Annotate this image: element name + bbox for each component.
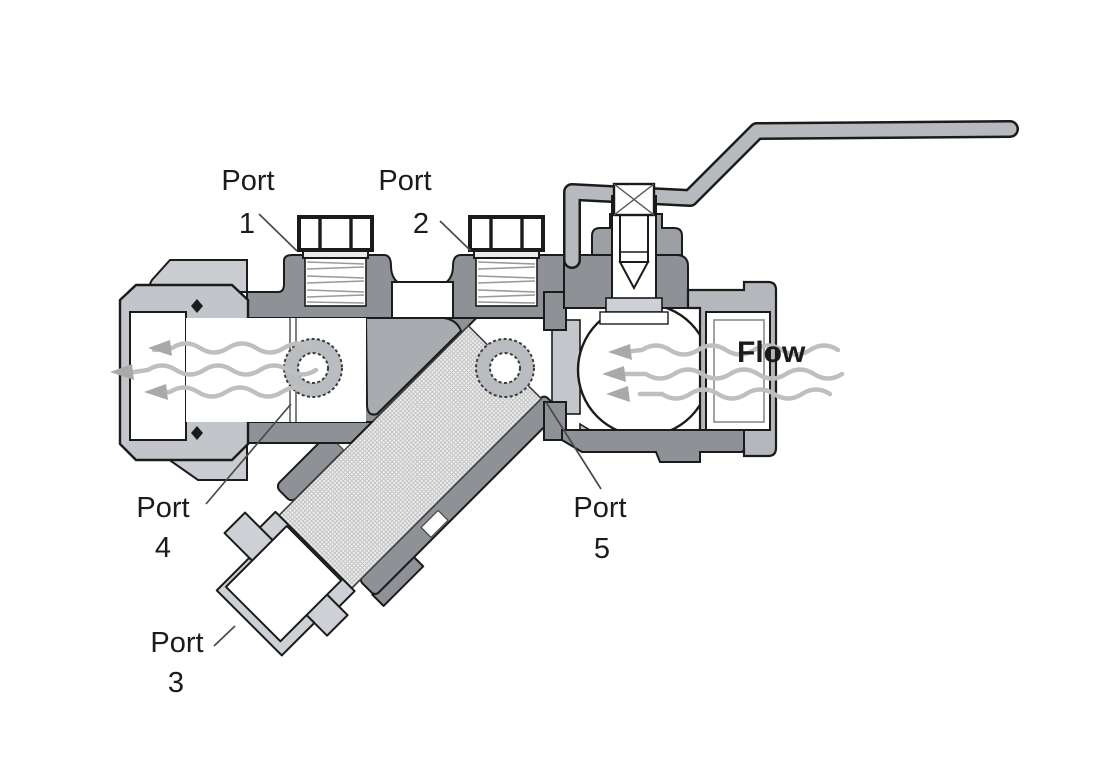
valve-body-top-wall — [185, 254, 565, 319]
thread-mark-bottom — [191, 426, 203, 440]
leader-lines — [205, 213, 602, 647]
port-2-plug — [468, 215, 545, 307]
flow-arrows-outlet — [131, 341, 319, 399]
ball-seat-left — [551, 319, 581, 415]
leader-port-3 — [213, 625, 236, 647]
label-port-3-word: Port — [150, 627, 203, 659]
leader-port-2 — [439, 220, 472, 252]
label-port-1-word: Port — [221, 165, 274, 197]
handle-lever — [563, 120, 1019, 269]
outlet-bore — [129, 311, 187, 441]
label-port-2-word: Port — [378, 165, 431, 197]
label-port-1-num: 1 — [239, 208, 255, 240]
chamber-left-bottom — [543, 401, 567, 441]
stem-gland-ring2 — [599, 311, 669, 325]
body-partition-wedge — [364, 317, 463, 416]
port-1-hex-head — [297, 215, 374, 252]
label-port-3-num: 3 — [168, 667, 184, 699]
leader-port-1 — [258, 213, 298, 252]
flow-arrowheads-outlet — [110, 340, 172, 400]
leader-port-5 — [545, 401, 602, 490]
label-port-4-num: 4 — [155, 532, 171, 564]
stem-tip — [618, 261, 650, 291]
thread-mark-top — [191, 299, 203, 313]
port-2-threads — [477, 261, 536, 304]
port-4-passage — [283, 338, 343, 398]
port-1-plug — [297, 215, 374, 307]
stem-nut — [612, 182, 656, 217]
inlet-thread-inner — [713, 319, 765, 423]
port-3-bore — [224, 525, 343, 643]
body-window — [391, 281, 454, 319]
port-2-hex-head — [468, 215, 545, 252]
label-port-5-word: Port — [573, 492, 626, 524]
label-port-5-num: 5 — [594, 533, 610, 565]
stem-gland-ring — [605, 297, 663, 313]
inlet-thread-bore — [705, 311, 771, 431]
leader-port-4 — [205, 403, 292, 505]
chamber-left-top — [543, 291, 567, 331]
label-flow: Flow — [737, 336, 806, 369]
strainer-notch-lower — [420, 509, 449, 538]
flow-arrowheads-inlet — [602, 344, 632, 402]
label-port-4-word: Port — [136, 492, 189, 524]
strainer-mouth-cavity — [450, 318, 564, 432]
port-5-passage — [475, 338, 535, 398]
label-port-2-num: 2 — [413, 208, 429, 240]
port-1-threads — [306, 261, 365, 304]
flow-arrows-inlet — [617, 343, 845, 401]
